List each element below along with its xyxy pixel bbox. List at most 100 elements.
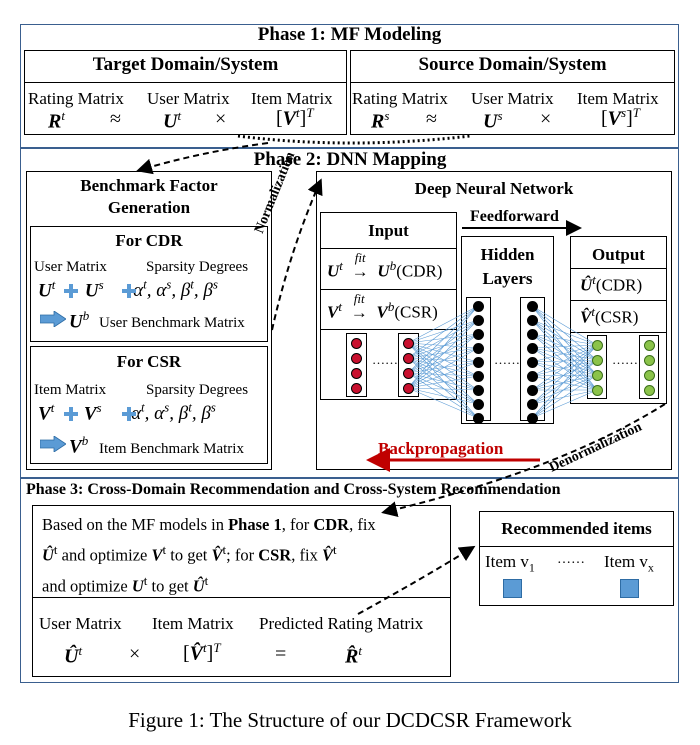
target-domain-title: Target Domain/System [92,54,279,75]
source-item-matrix: [Vs]T [601,105,640,130]
phase3-divider [32,597,451,598]
nn-connection [407,357,479,377]
nn-connection [407,305,479,359]
dnn-hidden-title: Hidden Layers [480,245,535,288]
csr-fit-formula: Vt fit→ Vb(CSR) [327,290,438,322]
output-left-neuron [591,369,603,381]
dnn-output-divider-2 [570,300,667,301]
nn-connection [531,359,598,363]
nn-connection [407,361,479,374]
source-domain-box [350,50,675,135]
cdr-plus-icon-1 [64,284,78,298]
nn-connection [531,344,598,363]
nn-connection [407,333,479,374]
nn-connection [531,333,598,391]
nn-connection [531,333,598,361]
nn-connection [531,305,598,391]
input-left-neuron [350,382,362,394]
phase3-title: Phase 3: Cross-Domain Recommendation and… [26,481,561,498]
dnn-output-title: Output [592,245,645,264]
csr-sparsity-label: Sparsity Degrees [146,382,249,398]
hidden-right-neuron [526,342,538,354]
nn-connection [407,319,479,374]
output-cdr-formula: Ût(CDR) [580,272,643,295]
nn-connection [407,387,479,391]
output-right-neuron [643,354,655,366]
source-domain-divider [350,82,675,83]
input-right-neuron [402,367,414,379]
hidden-dots: …… [494,352,520,367]
source-user-label: User Matrix [471,89,554,108]
nn-connection [407,333,479,389]
hidden-right-neuron [526,300,538,312]
nn-connection [407,372,479,377]
nn-connection [407,387,479,405]
nn-connection [531,375,598,391]
nn-connection [531,347,598,391]
source-rating-matrix: Rs [371,108,390,133]
cdr-fit-formula: Ut fit→ Ub(CDR) [327,249,443,281]
hidden-left-neuron [472,384,484,396]
cdr-benchmark-symbol: Ub [69,308,90,333]
hidden-left-neuron [472,300,484,312]
output-left-neuron [591,339,603,351]
nn-connection [407,305,479,344]
output-right-neuron [643,384,655,396]
recommended-item-first: Item v1 [485,552,535,575]
nn-connection [407,357,479,363]
nn-connection [407,372,479,391]
hidden-left-neuron [472,370,484,382]
input-left-neuron [350,367,362,379]
nn-connection [531,361,598,376]
cdr-benchmark-caption: User Benchmark Matrix [99,315,245,331]
csr-subbox [30,346,268,464]
phase3-pred-label: Predicted Rating Matrix [259,614,424,633]
target-user-matrix: Ut [163,108,182,133]
nn-connection [407,319,479,359]
hidden-right-neuron [526,370,538,382]
target-domain-divider [24,82,347,83]
dnn-input-divider-2 [320,289,457,290]
phase1-title: Phase 1: MF Modeling [257,24,442,45]
nn-connection [531,347,598,376]
source-times-symbol: × [540,108,552,130]
phase3-user-label: User Matrix [39,614,122,633]
target-approx-symbol: ≈ [110,108,121,130]
target-user-label: User Matrix [147,89,230,108]
output-right-neuron [643,369,655,381]
nn-connection [531,319,598,346]
nn-connection [407,357,479,405]
nn-connection [531,344,598,391]
cdr-plus-icon-2 [122,284,136,298]
hidden-left-neuron [472,356,484,368]
nn-connection [407,357,479,391]
hidden-right-neuron [526,314,538,326]
dnn-output-divider-1 [570,268,667,269]
nn-connection [531,389,598,419]
output-dots: …… [612,352,638,367]
csr-arrow-icon [40,436,66,452]
phase3-item-matrix: [V̂t]T [183,640,221,665]
nn-connection [407,342,479,349]
input-right-neuron [402,382,414,394]
nn-connection [407,387,479,419]
target-domain-box [24,50,347,135]
input-layer-left [346,333,367,397]
cdr-title: For CDR [115,231,183,250]
hidden-right-neuron [526,328,538,340]
recommended-item-last-icon [620,579,639,598]
nn-connection [531,389,598,405]
csr-matrix-label: Item Matrix [34,382,107,398]
output-layer-right [639,335,659,399]
phase1-panel [20,24,679,148]
nn-connection [531,344,598,349]
cdr-formula: Ut Us αt, αs, βt, βs [38,277,218,302]
phase2-panel [20,148,679,478]
recommended-divider [479,546,674,547]
backpropagation-label: Backpropagation [378,439,504,458]
input-left-neuron [350,352,362,364]
dnn-input-divider-3 [320,329,457,330]
source-user-matrix: Us [483,108,503,133]
nn-connection [407,333,479,359]
